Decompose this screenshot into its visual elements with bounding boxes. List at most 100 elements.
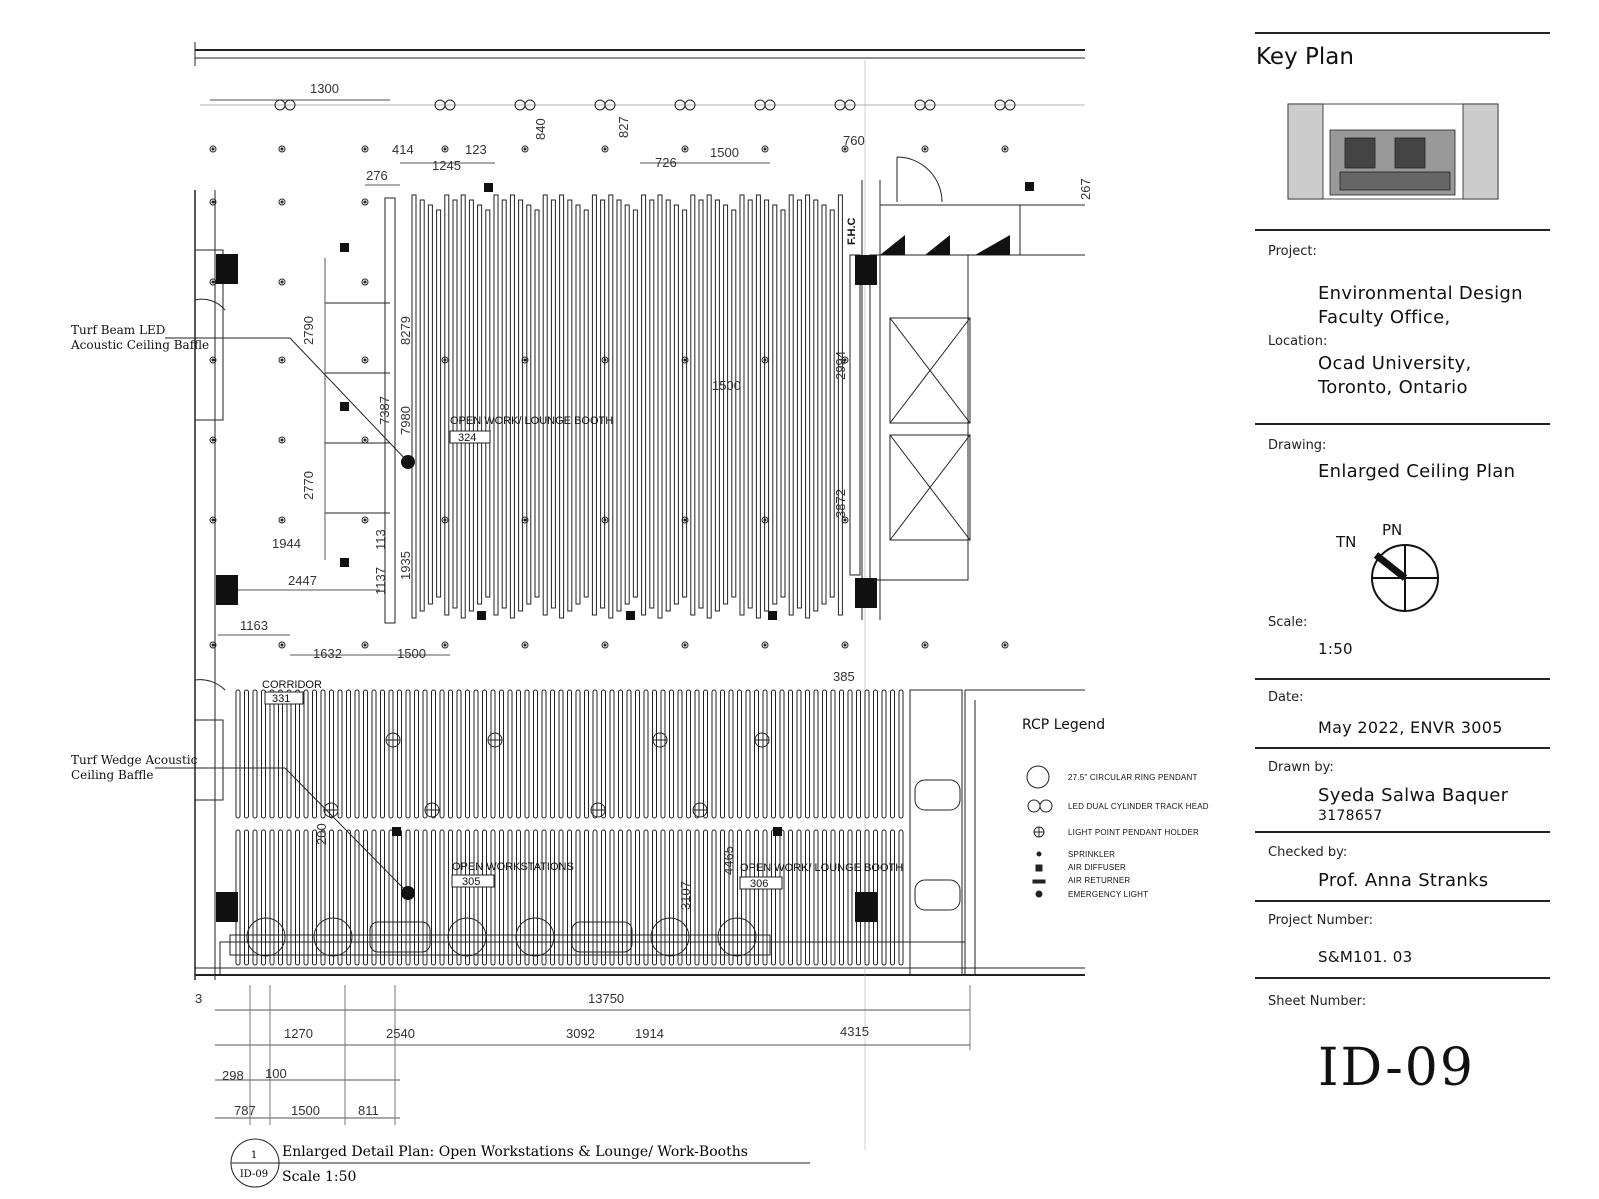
sprinkler-icon: [1001, 641, 1009, 649]
baffle: [473, 829, 479, 966]
sheet-number-label: Sheet Number:: [1268, 994, 1367, 1009]
baffle: [550, 689, 555, 819]
baffle: [380, 829, 385, 966]
bench: [369, 921, 431, 953]
baffle: [747, 199, 753, 609]
sprinkler-grid: [209, 99, 1016, 818]
baffle: [448, 689, 453, 819]
dim-text: 2447: [288, 573, 317, 588]
baffle: [499, 689, 504, 819]
baffle: [261, 829, 266, 966]
baffle: [847, 829, 853, 966]
baffle: [898, 829, 904, 966]
baffle: [584, 829, 589, 966]
dim-text: 811: [358, 1103, 379, 1118]
track-head-icon: [844, 99, 856, 111]
sprinkler-dot: [843, 643, 847, 647]
baffle: [805, 829, 810, 966]
sprinkler-icon: [361, 356, 369, 364]
sprinkler-icon: [278, 278, 286, 286]
baffle: [608, 194, 614, 619]
detail-title: Enlarged Detail Plan: Open Workstations …: [282, 1144, 748, 1160]
legend-item-pendant-holder: LIGHT POINT PENDANT HOLDER: [1068, 828, 1200, 837]
baffle: [312, 829, 317, 966]
baffle: [269, 829, 275, 966]
baffle: [703, 689, 708, 819]
baffle: [482, 689, 487, 819]
baffle: [720, 689, 725, 819]
sprinkler-icon: [278, 436, 286, 444]
baffle: [439, 689, 445, 819]
baffle: [286, 689, 292, 819]
sprinkler-icon: [278, 356, 286, 364]
sprinkler-dot: [1003, 147, 1007, 151]
baffle: [839, 829, 844, 966]
baffle: [641, 194, 647, 616]
room-number: 331: [272, 693, 290, 705]
key-plan-heading: Key Plan: [1256, 44, 1354, 70]
sprinkler-dot: [603, 147, 607, 151]
baffle: [739, 194, 745, 616]
sprinkler-icon: [361, 198, 369, 206]
baffle: [698, 199, 704, 609]
baffle: [890, 829, 895, 966]
baffle: [380, 689, 385, 819]
baffle: [244, 829, 249, 966]
baffle: [465, 689, 470, 819]
sheet-number-value: ID-09: [1318, 1038, 1475, 1098]
project-line: Environmental Design: [1318, 283, 1523, 304]
baffle: [609, 689, 615, 819]
drawing-value: Enlarged Ceiling Plan: [1318, 461, 1516, 482]
baffle: [516, 689, 521, 819]
baffle: [779, 689, 785, 819]
baffle: [618, 829, 623, 966]
baffle: [252, 829, 258, 966]
dim-text: 1935: [398, 551, 413, 580]
baffle: [762, 829, 768, 966]
baffle: [541, 829, 547, 966]
project-line: Faculty Office,: [1318, 307, 1451, 328]
sprinkler-dot: [763, 147, 767, 151]
dim-text: 3092: [566, 1026, 595, 1041]
sprinkler-icon: [441, 516, 449, 524]
dim-text: 1270: [284, 1026, 313, 1041]
key-plan-thumbnail: [1287, 103, 1499, 200]
sprinkler-dot: [843, 358, 847, 362]
baffle: [898, 689, 904, 819]
baffle: [278, 829, 283, 966]
air-diffuser-icon: [340, 402, 349, 411]
baffle: [694, 689, 700, 819]
dim-text: 1500: [397, 646, 426, 661]
baffle: [452, 199, 458, 609]
baffle: [711, 829, 717, 966]
dim-text: 385: [833, 669, 855, 684]
baffle: [881, 689, 887, 819]
divider: [1255, 747, 1550, 749]
callout-line: Turf Wedge Acoustic: [71, 753, 198, 767]
sprinkler-dot: [523, 147, 527, 151]
baffle: [567, 829, 572, 966]
baffle: [427, 204, 433, 605]
baffle: [864, 689, 870, 819]
sprinkler-icon: [921, 145, 929, 153]
sprinkler-icon: [521, 145, 529, 153]
baffle: [703, 829, 708, 966]
sprinkler-icon: [521, 356, 529, 364]
legend-title: RCP Legend: [1022, 717, 1106, 733]
baffle: [686, 689, 691, 819]
baffle: [813, 689, 819, 819]
turf-wedge-callout: Turf Wedge Acoustic Ceiling Baffle: [71, 753, 197, 783]
location-line: Ocad University,: [1318, 353, 1472, 374]
baffle: [507, 829, 513, 966]
sprinkler-dot: [443, 518, 447, 522]
baffle: [737, 689, 742, 819]
sprinkler-dot: [763, 643, 767, 647]
divider: [1255, 32, 1550, 34]
baffle: [754, 829, 759, 966]
baffle: [542, 194, 548, 616]
baffle: [677, 689, 683, 819]
sprinkler-icon: [361, 278, 369, 286]
baffle: [830, 829, 836, 966]
baffle: [665, 199, 671, 612]
project-north-label: PN: [1382, 521, 1403, 539]
